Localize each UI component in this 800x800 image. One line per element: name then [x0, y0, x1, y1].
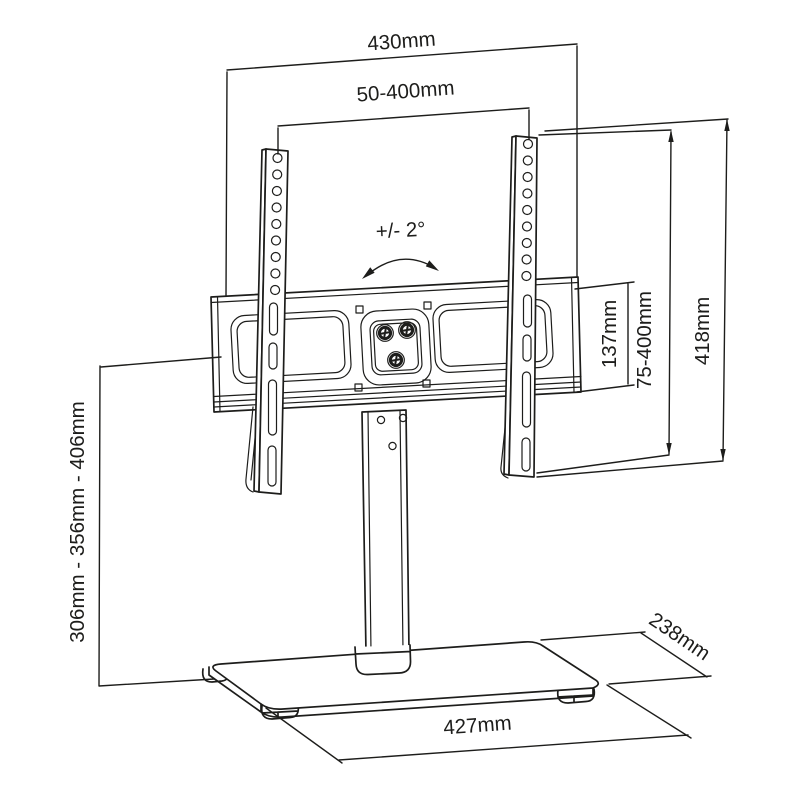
right-rail-holes — [521, 138, 534, 282]
support-column — [354, 409, 412, 676]
dimension-rail-height: 418mm — [536, 118, 730, 478]
left-rail-holes — [270, 152, 283, 296]
right-cutout-inner — [438, 305, 548, 367]
base-depth-label: 238mm — [645, 608, 715, 665]
rail-height-label: 418mm — [691, 297, 714, 365]
tilt-arrow-right — [425, 260, 439, 271]
left-rail-front-face — [258, 148, 289, 495]
right-vesa-rail — [503, 135, 538, 478]
base-plate — [201, 640, 600, 720]
column-screw-holes — [376, 413, 408, 451]
base-thickness-edge — [208, 666, 594, 718]
tilt-label: +/- 2° — [375, 218, 426, 244]
left-cutout-outer — [230, 309, 352, 385]
right-rail-slots — [521, 294, 533, 472]
dimension-height-settings: 306mm - 356mm - 406mm — [66, 356, 222, 687]
dimension-bracket-width: 430mm — [225, 28, 578, 297]
vesa-height-label: 75-400mm — [633, 291, 656, 389]
small-square-holes — [354, 301, 432, 392]
column-edge-lines — [367, 409, 404, 653]
dimension-crossbar-height: 137mm — [574, 281, 635, 393]
base-width-label: 427mm — [443, 712, 513, 740]
tilt-annotation: +/- 2° — [362, 218, 439, 279]
plate-screws — [376, 321, 416, 369]
stand-structure — [201, 135, 600, 720]
dimension-vesa-height: 75-400mm — [536, 129, 674, 474]
crossbar-height-label: 137mm — [598, 300, 621, 368]
dimension-base-width: 427mm — [265, 684, 692, 764]
crossbar-end-caps — [216, 276, 575, 413]
dimension-vesa-width: 50-400mm — [277, 76, 530, 155]
left-rail-slots — [267, 302, 279, 487]
vesa-adapter-plate — [369, 318, 423, 376]
bracket-width-label: 430mm — [367, 28, 437, 56]
height-settings-label: 306mm - 356mm - 406mm — [66, 401, 89, 643]
right-cutout-outer — [432, 298, 554, 374]
left-cutout-inner — [236, 316, 346, 378]
vesa-width-label: 50-400mm — [356, 76, 455, 106]
center-emboss-contour — [360, 308, 432, 386]
left-vesa-rail — [253, 148, 289, 495]
tilt-arc — [365, 258, 436, 277]
vesa-adapter-plate-inner — [373, 322, 419, 372]
tilt-arrow-left — [362, 267, 375, 279]
column-base-collar — [354, 644, 412, 676]
